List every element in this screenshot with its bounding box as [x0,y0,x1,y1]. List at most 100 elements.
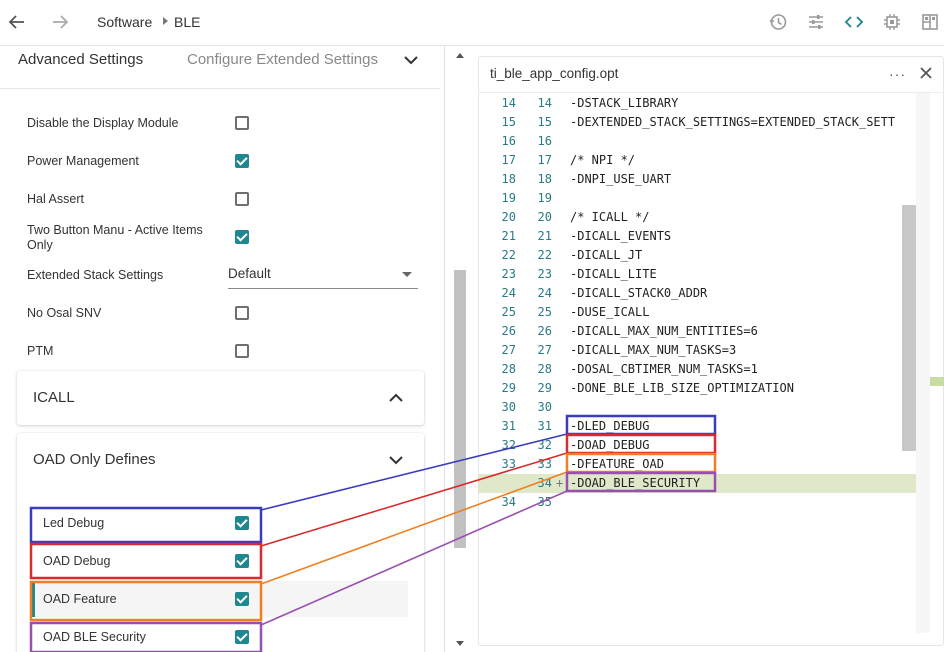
code-text: -DICALL_MAX_NUM_ENTITIES=6 [570,324,758,338]
settings-scrollbar-thumb[interactable] [454,270,466,548]
code-text: -DICALL_MAX_NUM_TASKS=3 [570,343,737,357]
checkbox-ptm[interactable] [235,344,249,358]
checkbox-oad-debug[interactable] [235,554,249,568]
code-view-icon[interactable] [844,12,864,32]
panel-divider [444,46,445,652]
checkbox-hal-assert[interactable] [235,192,249,206]
code-line[interactable]: 27 27 -DICALL_MAX_NUM_TASKS=3 [478,341,916,360]
section-divider [0,88,440,89]
grid-panel-icon[interactable] [920,12,940,32]
breadcrumb-software[interactable]: Software [97,14,153,30]
line-number-old: 25 [501,305,516,319]
sliders-icon[interactable] [806,12,826,32]
line-number-old: 24 [501,286,516,300]
editor-tab-divider [478,92,944,93]
code-line[interactable]: 26 26 -DICALL_MAX_NUM_ENTITIES=6 [478,322,916,341]
line-number-old: 23 [501,267,516,281]
breadcrumb-ble[interactable]: BLE [174,14,201,30]
code-text: -DOAD_BLE_SECURITY [570,476,701,490]
close-icon[interactable] [919,66,933,80]
line-number-old: 29 [501,381,516,395]
line-number-old: 16 [501,134,516,148]
advanced-settings-subtitle: Configure Extended Settings [187,51,378,68]
icall-card-title: ICALL [33,389,75,406]
diff-marker-plus: + [556,476,564,490]
line-number-new: 17 [537,153,552,167]
checkbox-no-osal-snv[interactable] [235,306,249,320]
setting-label-two-button-menu: Two Button Manu - Active Items Only [27,223,203,252]
line-number-old: 21 [501,229,516,243]
line-number-old: 20 [501,210,516,224]
back-arrow-icon[interactable] [6,11,28,33]
line-number-new: 35 [537,495,552,509]
checkbox-disable-display[interactable] [235,116,249,130]
line-number-old: 19 [501,191,516,205]
line-number-new: 18 [537,172,552,186]
line-number-old: 26 [501,324,516,338]
chip-icon[interactable] [882,12,902,32]
setting-label-disable-display: Disable the Display Module [27,116,179,130]
history-icon[interactable] [768,12,788,32]
code-text: -DOAD_DEBUG [570,438,650,452]
code-text: -DOSAL_CBTIMER_NUM_TASKS=1 [570,362,758,376]
chevron-down-icon[interactable] [403,54,419,66]
line-number-old: 15 [501,115,516,129]
line-number-new: 16 [537,134,552,148]
code-text: -DEXTENDED_STACK_SETTINGS=EXTENDED_STACK… [570,115,896,129]
code-line[interactable]: 34 35 [478,493,916,512]
checkbox-led-debug[interactable] [235,516,249,530]
checkbox-oad-feature[interactable] [235,592,249,606]
advanced-settings-title: Advanced Settings [18,51,144,68]
editor-tab-filename[interactable]: ti_ble_app_config.opt [490,66,619,81]
setting-label-power-management: Power Management [27,154,139,168]
code-text: -DICALL_STACK0_ADDR [570,286,708,300]
icall-card[interactable]: ICALL [17,371,424,425]
forward-arrow-icon[interactable] [49,11,71,33]
oad-label-oad-ble-security: OAD BLE Security [43,630,146,644]
scroll-up-arrow-icon[interactable] [456,53,464,58]
line-number-old: 32 [501,438,516,452]
checkbox-two-button-menu[interactable] [235,230,249,244]
line-number-old: 27 [501,343,516,357]
code-line[interactable]: 34+-DOAD_BLE_SECURITY [478,474,916,493]
checkbox-oad-ble-security[interactable] [235,630,249,644]
line-number-old: 34 [501,495,516,509]
editor-scrollbar-thumb[interactable] [902,205,916,451]
line-number-new: 27 [537,343,552,357]
code-text: -DFEATURE_OAD [570,457,664,471]
chevron-up-icon[interactable] [388,392,404,404]
line-number-old: 14 [501,96,516,110]
dropdown-arrow-icon [402,272,412,277]
oad-card-title: OAD Only Defines [33,451,156,468]
editor-scrollbar[interactable] [916,93,930,633]
code-text: /* NPI */ [570,153,636,167]
checkbox-power-management[interactable] [235,154,249,168]
more-options-icon[interactable]: ··· [889,66,906,82]
code-text: -DNPI_USE_UART [570,172,672,186]
line-number-new: 31 [537,419,552,433]
line-number-new: 26 [537,324,552,338]
chevron-down-icon[interactable] [388,454,404,466]
code-text: -DONE_BLE_LIB_SIZE_OPTIMIZATION [570,381,794,395]
line-number-new: 22 [537,248,552,262]
scroll-down-arrow-icon[interactable] [456,641,464,646]
extended-stack-select[interactable]: Default [228,262,418,289]
